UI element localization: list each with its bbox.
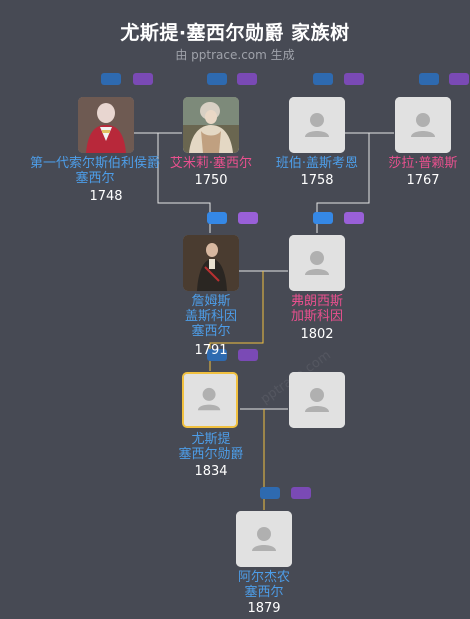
- person-node[interactable]: [289, 372, 345, 428]
- avatar-placeholder-icon: [289, 372, 345, 428]
- person-name: 第一代索尔斯伯利侯爵塞西尔: [29, 156, 160, 186]
- person-name: 艾米莉·塞西尔: [169, 156, 253, 171]
- person-year: 1802: [300, 327, 334, 342]
- relation-tag-blue[interactable]: [313, 212, 333, 224]
- person-year: 1834: [194, 464, 228, 479]
- person-name: 班伯·盖斯考恩: [275, 156, 359, 171]
- portrait-photo: [183, 235, 239, 291]
- person-node[interactable]: [395, 97, 451, 153]
- person-node[interactable]: [183, 235, 239, 291]
- relation-tag-purple[interactable]: [344, 212, 364, 224]
- person-year: 1791: [194, 343, 228, 358]
- relation-tag-blue[interactable]: [207, 212, 227, 224]
- relation-tag-purple[interactable]: [291, 487, 311, 499]
- person-year: 1758: [300, 173, 334, 188]
- person-name: 詹姆斯盖斯科因塞西尔: [184, 294, 237, 339]
- avatar-placeholder-icon: [236, 511, 292, 567]
- person-node-self[interactable]: [182, 372, 238, 428]
- relation-tag-blue[interactable]: [260, 487, 280, 499]
- person-year: 1750: [194, 173, 228, 188]
- person-node[interactable]: [183, 97, 239, 153]
- avatar-placeholder-icon: [289, 235, 345, 291]
- person-year: 1879: [247, 601, 281, 616]
- relation-tag-blue[interactable]: [207, 73, 227, 85]
- avatar-placeholder-icon: [184, 374, 236, 426]
- person-name: 莎拉·普赖斯: [388, 156, 458, 171]
- relation-tag-blue[interactable]: [313, 73, 333, 85]
- person-name: 尤斯提塞西尔勋爵: [178, 432, 244, 462]
- avatar-placeholder-icon: [395, 97, 451, 153]
- person-node[interactable]: [236, 511, 292, 567]
- relation-tag-purple[interactable]: [449, 73, 469, 85]
- relation-tag-purple[interactable]: [237, 73, 257, 85]
- relation-tag-blue[interactable]: [207, 349, 227, 361]
- page-subtitle: 由 pptrace.com 生成: [175, 48, 295, 62]
- page-title: 尤斯提·塞西尔勋爵 家族树: [120, 22, 350, 44]
- relation-tag-purple[interactable]: [238, 349, 258, 361]
- portrait-photo: [78, 97, 134, 153]
- relation-tag-blue[interactable]: [419, 73, 439, 85]
- relation-tag-purple[interactable]: [344, 73, 364, 85]
- person-node[interactable]: [289, 235, 345, 291]
- relation-tag-purple[interactable]: [238, 212, 258, 224]
- relation-tag-blue[interactable]: [101, 73, 121, 85]
- relation-tag-purple[interactable]: [133, 73, 153, 85]
- person-name: 弗朗西斯加斯科因: [290, 294, 343, 324]
- person-year: 1767: [406, 173, 440, 188]
- person-node[interactable]: [289, 97, 345, 153]
- portrait-photo: [183, 97, 239, 153]
- avatar-placeholder-icon: [289, 97, 345, 153]
- person-node[interactable]: [78, 97, 134, 153]
- person-name: 阿尔杰农塞西尔: [237, 570, 290, 600]
- person-year: 1748: [89, 189, 123, 204]
